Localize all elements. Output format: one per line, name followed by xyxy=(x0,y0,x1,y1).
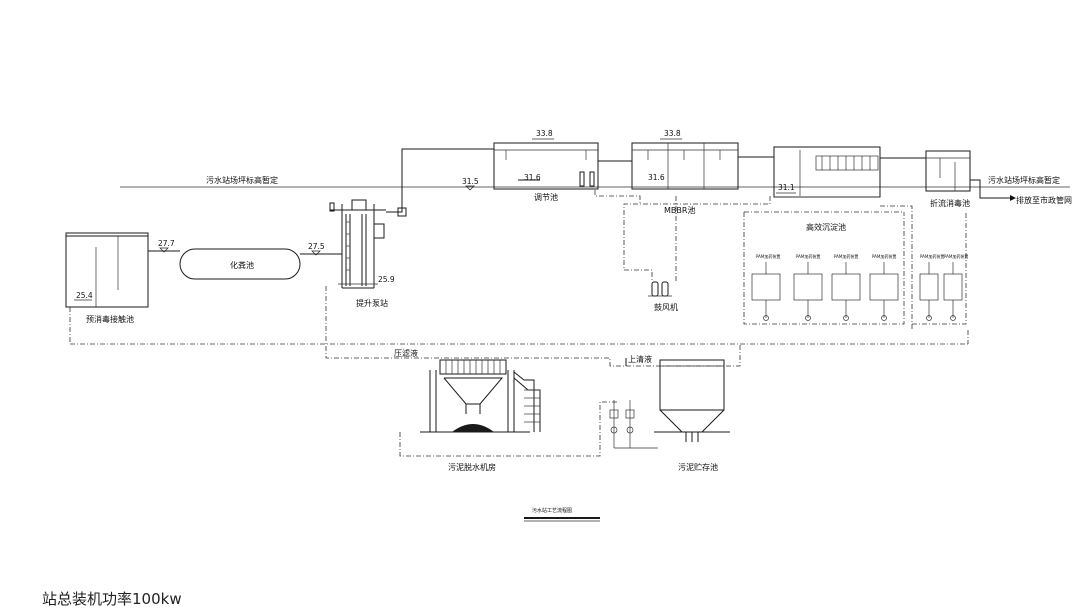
elev-road: 31.5 xyxy=(462,177,479,186)
sludge-pumps xyxy=(609,400,658,449)
elev-mbbr-top: 33.8 xyxy=(664,129,681,138)
dosing-units: PAM加药装置 PAM加药装置 PAM加药装置 PAM加药装置 PAM加药装置 … xyxy=(751,253,968,321)
sed-label: 高效沉淀池 xyxy=(806,222,846,232)
discharge-label: 排放至市政管网 xyxy=(1016,195,1072,205)
elev-regulate-top: 33.8 xyxy=(536,129,553,138)
footer-power: 站总装机功率100kw xyxy=(42,590,182,608)
elev-pump-bottom: 25.9 xyxy=(378,275,395,284)
pretreat-tank: 25.4 预消毒接触池 xyxy=(65,232,149,324)
elev-regulate-bottom: 31.6 xyxy=(524,173,541,182)
elev-septic-out: 27.5 xyxy=(308,242,325,251)
pump-label: 提升泵站 xyxy=(356,298,388,308)
dosing-tag-4: PAM加药装置 xyxy=(872,253,896,259)
road-label-right: 污水站场坪标高暂定 xyxy=(988,175,1060,185)
dosing-tag-5: PAM加药装置 xyxy=(920,253,944,259)
mbbr-tank: 33.8 31.6 MBBR池 xyxy=(631,129,739,215)
diagram-title: 污水站工艺流程图 xyxy=(532,507,572,514)
blower: 鼓风机 xyxy=(648,281,678,312)
elev-mbbr-bottom: 31.6 xyxy=(648,173,665,182)
filtrate-label: 压滤液 xyxy=(394,348,418,358)
dosing-tag-6: PAM加药装置 xyxy=(944,253,968,259)
pretreat-label: 预消毒接触池 xyxy=(86,314,134,324)
blower-label: 鼓风机 xyxy=(654,302,678,312)
septic-label: 化粪池 xyxy=(230,260,254,270)
elev-sed-level: 31.1 xyxy=(778,183,795,192)
dewatering-room: 污泥脱水机房 xyxy=(420,359,541,472)
mbbr-label: MBBR池 xyxy=(664,205,695,215)
dosing-tag-1: PAM加药装置 xyxy=(756,253,780,259)
elev-pretreat-top: 27.7 xyxy=(158,239,175,248)
disinfection-tank: 折流消毒池 xyxy=(925,150,971,208)
disinfect-label: 折流消毒池 xyxy=(930,198,970,208)
sludge-storage-tank: 污泥贮存池 xyxy=(654,359,730,472)
regulate-label: 调节池 xyxy=(534,192,558,202)
elev-pretreat-bottom: 25.4 xyxy=(76,291,93,300)
septic-tank: 化粪池 xyxy=(179,248,301,280)
road-label-left: 污水站场坪标高暂定 xyxy=(206,175,278,185)
sedimentation-tank: 31.1 高效沉淀池 xyxy=(773,146,881,232)
sludge-label: 污泥贮存池 xyxy=(678,462,718,472)
supernatant-label: 上清液 xyxy=(628,354,652,364)
dosing-tag-3: PAM加药装置 xyxy=(834,253,858,259)
regulation-tank: 33.8 31.6 调节池 xyxy=(493,129,599,202)
dosing-tag-2: PAM加药装置 xyxy=(796,253,820,259)
dewater-label: 污泥脱水机房 xyxy=(448,462,496,472)
elev-marker-road xyxy=(465,185,475,191)
pump-station: 25.9 提升泵站 xyxy=(329,199,395,308)
